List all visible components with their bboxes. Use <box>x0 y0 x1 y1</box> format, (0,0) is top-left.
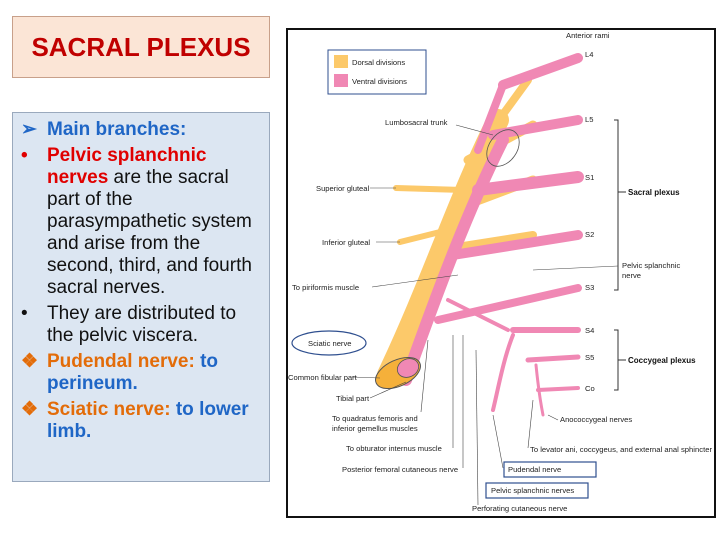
slide-title-box: SACRAL PLEXUS <box>12 16 270 78</box>
legend-ventral: Ventral divisions <box>352 77 407 86</box>
ventral-l5-root <box>488 115 583 140</box>
sciatic-nerve-label: Sciatic nerve <box>308 339 351 348</box>
bullet-pelvic-splanchnic: • Pelvic splanchnic nerves are the sacra… <box>21 145 263 299</box>
ventral-trunk-path <box>400 134 509 386</box>
ventral-divisions <box>400 53 584 417</box>
leader-common-fibular <box>351 376 381 379</box>
to-obturator-label: To obturator internus muscle <box>346 444 442 453</box>
anococcygeal-branch-path <box>534 363 545 417</box>
leader-tibial <box>369 381 407 399</box>
leader-quadratus <box>420 339 429 413</box>
pudendal-target: to perineum. <box>47 351 219 394</box>
root-s5: S5 <box>585 353 594 362</box>
sciatic-nerve-highlight <box>291 330 367 356</box>
to-levator-label: To levator ani, coccygeus, and external … <box>530 445 712 454</box>
coccygeal-bracket <box>614 329 619 391</box>
bullet-panel: ➢ Main branches: • Pelvic splanchnic ner… <box>12 112 270 482</box>
ventral-s1-root <box>472 171 584 196</box>
legend-swatch-dorsal <box>334 55 348 68</box>
pudendal-nerve-highlight <box>503 461 597 478</box>
root-s2: S2 <box>585 230 594 239</box>
ventral-l4-descending <box>474 81 507 154</box>
ventral-s3-root <box>434 284 582 324</box>
to-quadratus-label-1: To quadratus femoris and <box>332 414 418 423</box>
main-branches-heading: Main branches: <box>47 119 187 140</box>
pelvic-splanchnic-nerves-label: Pelvic splanchnic nerves <box>491 486 574 495</box>
pudendal-nerve-label: Pudendal nerve <box>508 465 561 474</box>
root-l4: L4 <box>585 50 593 59</box>
pelvic-splanchnic-nerve-label-1: Pelvic splanchnic <box>622 261 680 270</box>
anterior-rami-label: Anterior rami <box>566 31 610 40</box>
pudendal-term: Pudendal nerve: <box>47 351 195 372</box>
bullet-distribution: • They are distributed to the pelvic vis… <box>21 303 263 347</box>
lumbosacral-trunk-label: Lumbosacral trunk <box>385 118 448 127</box>
ventral-l4-root <box>498 53 583 90</box>
bullet-text: Sciatic nerve: to lower limb. <box>47 399 263 443</box>
dorsal-connector-path <box>436 178 480 247</box>
slide-title: SACRAL PLEXUS <box>31 31 251 62</box>
legend-swatch-ventral <box>334 74 348 87</box>
root-co: Co <box>585 384 595 393</box>
pelvic-splanchnic-nerve-label-2: nerve <box>622 271 641 280</box>
root-s1: S1 <box>585 173 594 182</box>
inferior-gluteal-label: Inferior gluteal <box>322 238 370 247</box>
ventral-co-root <box>536 386 580 392</box>
ventral-s5-root <box>525 354 581 363</box>
to-piriformis-label: To piriformis muscle <box>292 283 359 292</box>
leader-perforating <box>475 349 479 506</box>
distribution-text: They are distributed to the pelvic visce… <box>47 303 237 346</box>
arrow-bullet-icon: ➢ <box>21 119 37 140</box>
tibial-part-label: Tibial part <box>336 394 370 403</box>
superior-gluteal-branch <box>393 185 466 193</box>
pelvic-splanchnic-desc: are the sacral part of the parasympathet… <box>47 167 252 298</box>
dorsal-l4-path <box>484 76 532 139</box>
perforating-cutaneous-label: Perforating cutaneous nerve <box>472 504 567 513</box>
root-l5: L5 <box>585 115 593 124</box>
bullet-pudendal: ❖ Pudendal nerve: to perineum. <box>21 351 263 395</box>
leader-pudendal <box>492 414 504 469</box>
dot-bullet-icon: • <box>21 145 28 166</box>
leader-levator <box>527 399 534 449</box>
pelvic-splanchnic-term: Pelvic splanchnic nerves <box>47 145 207 188</box>
sacral-bracket <box>614 119 619 291</box>
bullet-main-branches: ➢ Main branches: <box>21 119 263 141</box>
diamond-bullet-icon: ❖ <box>21 351 39 372</box>
coccygeal-plexus-label: Coccygeal plexus <box>628 356 696 365</box>
diamond-bullet-icon: ❖ <box>21 399 39 420</box>
sacral-plexus-label: Sacral plexus <box>628 188 680 197</box>
bullet-text: Pelvic splanchnic nerves are the sacral … <box>47 145 263 299</box>
superior-gluteal-label: Superior gluteal <box>316 184 370 193</box>
tibial-cut-end <box>396 358 420 378</box>
leader-anococcygeal <box>547 414 559 421</box>
plexus-brackets <box>614 119 626 391</box>
root-s4: S4 <box>585 326 594 335</box>
leader-piriformis <box>371 274 459 288</box>
lumbosacral-trunk-outline <box>486 129 520 167</box>
sciatic-term: Sciatic nerve: <box>47 399 171 420</box>
root-s3: S3 <box>585 283 594 292</box>
sciatic-target: to lower limb. <box>47 399 249 442</box>
anococcygeal-label: Anococcygeal nerves <box>560 415 632 424</box>
plexus-diagram: Dorsal divisions Ventral divisions <box>288 31 712 513</box>
pudendal-branch-path <box>491 333 515 412</box>
ventral-s2-root <box>448 230 583 260</box>
inferior-gluteal-branch <box>397 227 451 245</box>
to-quadratus-label-2: inferior gemellus muscles <box>332 424 418 433</box>
dot-bullet-icon: • <box>21 303 28 324</box>
legend-dorsal: Dorsal divisions <box>352 58 405 67</box>
ventral-connector-path <box>446 298 510 332</box>
sacral-plexus-figure: Dorsal divisions Ventral divisions <box>286 28 716 518</box>
leader-lines <box>351 124 619 506</box>
leader-lumbosacral <box>455 124 494 136</box>
common-fibular-label: Common fibular part <box>288 373 358 382</box>
leader-pelvic-splanchnic <box>532 265 619 271</box>
bullet-text: Pudendal nerve: to perineum. <box>47 351 263 395</box>
pelvic-splanchnic-highlight <box>485 482 589 499</box>
bullet-sciatic: ❖ Sciatic nerve: to lower limb. <box>21 399 263 443</box>
posterior-femoral-label: Posterior femoral cutaneous nerve <box>342 465 458 474</box>
